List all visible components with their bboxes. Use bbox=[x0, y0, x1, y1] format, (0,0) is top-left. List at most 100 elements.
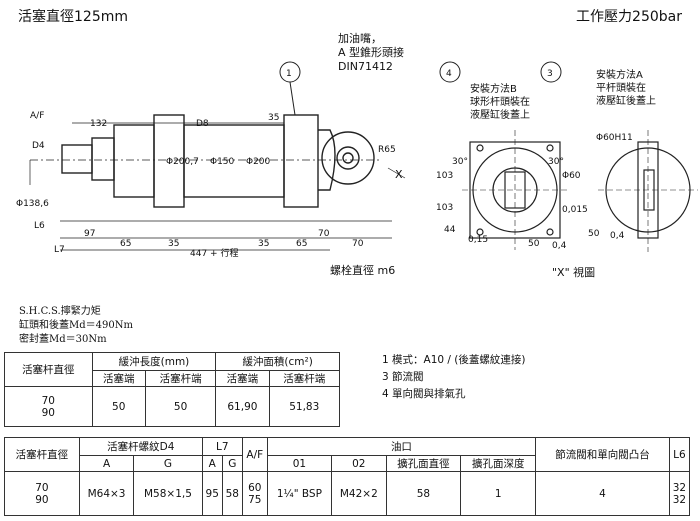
t2-cb-d: 58 bbox=[385, 471, 462, 516]
method-b-2: 球形杆頭裝在 bbox=[470, 95, 530, 108]
t2-af-75: 75 bbox=[248, 493, 262, 506]
dim-35c: 35 bbox=[258, 239, 269, 249]
dim-dia150: Φ150 bbox=[210, 157, 235, 167]
oil-note-1: 加油嘴， bbox=[338, 31, 382, 45]
dim-103b: 103 bbox=[436, 203, 453, 213]
note-3: 3 節流閥 bbox=[382, 371, 424, 383]
t2-h-g: G bbox=[133, 455, 203, 472]
t1-len-r: 50 bbox=[144, 386, 217, 427]
t2-l6-cell: 32 32 bbox=[668, 471, 691, 516]
t1-h-piston: 活塞端 bbox=[91, 370, 146, 387]
dim-103a: 103 bbox=[436, 171, 453, 181]
dimension-table: 活塞杆直徑 活塞杆螺紋D4 L7 A/F 油口 節流閥和單向閥凸台 L6 A G… bbox=[4, 437, 691, 516]
t2-h-g2: G bbox=[221, 455, 243, 472]
t2-h-thread: 活塞杆螺紋D4 bbox=[78, 437, 203, 456]
oil-note-3: DIN71412 bbox=[338, 60, 393, 73]
callout-4-label: 4 bbox=[446, 69, 452, 79]
note-1: 1 模式：A10 / (後蓋螺紋連接) bbox=[382, 354, 526, 366]
dim-30a: 30° bbox=[452, 157, 468, 167]
t1-h-len: 緩沖長度(mm) bbox=[91, 352, 217, 371]
t2-h-l7: L7 bbox=[201, 437, 243, 456]
t1-area-p: 61,90 bbox=[215, 386, 270, 427]
t1-area-r: 51,83 bbox=[268, 386, 341, 427]
t1-rod-cell: 70 90 bbox=[4, 386, 93, 427]
t1-len-p: 50 bbox=[91, 386, 146, 427]
t2-af-60: 60 bbox=[248, 481, 262, 494]
dim-dia60h11: Φ60H11 bbox=[596, 133, 633, 143]
method-b-3: 液壓缸後蓋上 bbox=[470, 108, 530, 121]
dim-l7: L7 bbox=[54, 245, 65, 255]
t2-th-a: M64×3 bbox=[78, 471, 135, 516]
dim-dia200a: Φ200,7 bbox=[166, 157, 199, 167]
cylinder-drawing: 1 4 3 加油嘴， A 型錐形頭接 DIN71412 安裝方法B 球形杆頭裝在… bbox=[16, 31, 698, 279]
dim-dia60: Φ60 bbox=[562, 171, 581, 181]
t2-h-rod: 活塞杆直徑 bbox=[4, 437, 80, 472]
dim-50a: 50 bbox=[528, 239, 540, 249]
dim-97: 97 bbox=[84, 229, 95, 239]
bolt-note: 螺栓直徑 m6 bbox=[330, 263, 395, 277]
dim-0015: 0,015 bbox=[562, 205, 588, 215]
t2-p02: M42×2 bbox=[331, 471, 387, 516]
x-arrow-label: X bbox=[395, 168, 403, 181]
torque-line-2: 缸頭和後蓋Md＝490Nm bbox=[19, 320, 133, 331]
dim-af: A/F bbox=[30, 111, 44, 121]
t1-h-rod: 活塞杆直徑 bbox=[4, 352, 93, 387]
t2-valve: 4 bbox=[535, 471, 670, 516]
dim-132: 132 bbox=[90, 119, 107, 129]
x-view-b bbox=[462, 130, 570, 250]
t2-l6-2: 32 bbox=[672, 493, 687, 506]
view-x-label: "X" 視圖 bbox=[552, 265, 595, 279]
method-a-3: 液壓缸後蓋上 bbox=[596, 94, 656, 107]
t2-h-a: A bbox=[78, 455, 135, 472]
callout-1-label: 1 bbox=[286, 69, 292, 79]
note-4: 4 單向閥與排氣孔 bbox=[382, 388, 466, 400]
t1-h-piston2: 活塞端 bbox=[215, 370, 270, 387]
callout-3 bbox=[540, 61, 562, 83]
method-a-2: 平杆頭裝在 bbox=[596, 81, 646, 94]
t2-rod-90: 90 bbox=[35, 493, 49, 506]
dim-35b: 35 bbox=[168, 239, 179, 249]
dim-44: 44 bbox=[444, 225, 456, 235]
t1-h-area: 緩沖面積(cm²) bbox=[215, 352, 340, 371]
t2-l7-a: 95 bbox=[201, 471, 223, 516]
t2-rod-cell: 70 90 bbox=[4, 471, 80, 516]
dim-stroke: 447 + 行程 bbox=[190, 247, 238, 259]
t1-rod-70: 70 bbox=[41, 394, 55, 407]
dim-04b: 0,4 bbox=[610, 231, 625, 241]
t1-h-rodend2: 活塞杆端 bbox=[268, 370, 341, 387]
dim-30b: 30° bbox=[548, 157, 564, 167]
dim-65b: 65 bbox=[296, 239, 307, 249]
dim-015: 0,15 bbox=[468, 235, 488, 245]
t2-rod-70: 70 bbox=[35, 481, 49, 494]
dim-70a: 70 bbox=[318, 229, 330, 239]
dim-65a: 65 bbox=[120, 239, 131, 249]
callout-3-label: 3 bbox=[547, 69, 553, 79]
torque-line-1: S.H.C.S.擰緊力矩 bbox=[19, 306, 101, 317]
t2-h-valve: 節流閥和單向閥凸台 bbox=[535, 437, 670, 472]
dim-dia200b: Φ200 bbox=[246, 157, 271, 167]
dim-dia138: Φ138,6 bbox=[16, 199, 49, 209]
cylinder-body bbox=[30, 114, 380, 208]
pressure-title: 工作壓力250bar bbox=[576, 9, 682, 25]
dim-l6: L6 bbox=[34, 221, 45, 231]
t2-cb-h: 1 bbox=[460, 471, 537, 516]
t1-rod-90: 90 bbox=[41, 406, 55, 419]
t1-h-rodend: 活塞杆端 bbox=[144, 370, 217, 387]
t2-h-port: 油口 bbox=[266, 437, 537, 456]
t2-h-a2: A bbox=[201, 455, 223, 472]
dim-50b: 50 bbox=[588, 229, 600, 239]
method-b-1: 安裝方法B bbox=[470, 82, 517, 95]
dim-d8: D8 bbox=[196, 119, 209, 129]
dim-70b: 70 bbox=[352, 239, 364, 249]
t2-l6-1: 32 bbox=[672, 481, 687, 494]
t2-h-deep: 擴孔面深度 bbox=[460, 455, 537, 472]
t2-h-af: A/F bbox=[241, 437, 268, 472]
method-a-1: 安裝方法A bbox=[596, 68, 643, 81]
t2-h-01: 01 bbox=[266, 455, 333, 472]
t2-h-02: 02 bbox=[331, 455, 387, 472]
x-view-a bbox=[598, 130, 698, 252]
legend-notes: 1 模式：A10 / (後蓋螺紋連接) 3 節流閥 4 單向閥與排氣孔 bbox=[382, 352, 525, 403]
t2-h-depth: 擴孔面直徑 bbox=[385, 455, 462, 472]
t2-th-g: M58×1,5 bbox=[133, 471, 203, 516]
dim-r65: R65 bbox=[378, 145, 396, 155]
